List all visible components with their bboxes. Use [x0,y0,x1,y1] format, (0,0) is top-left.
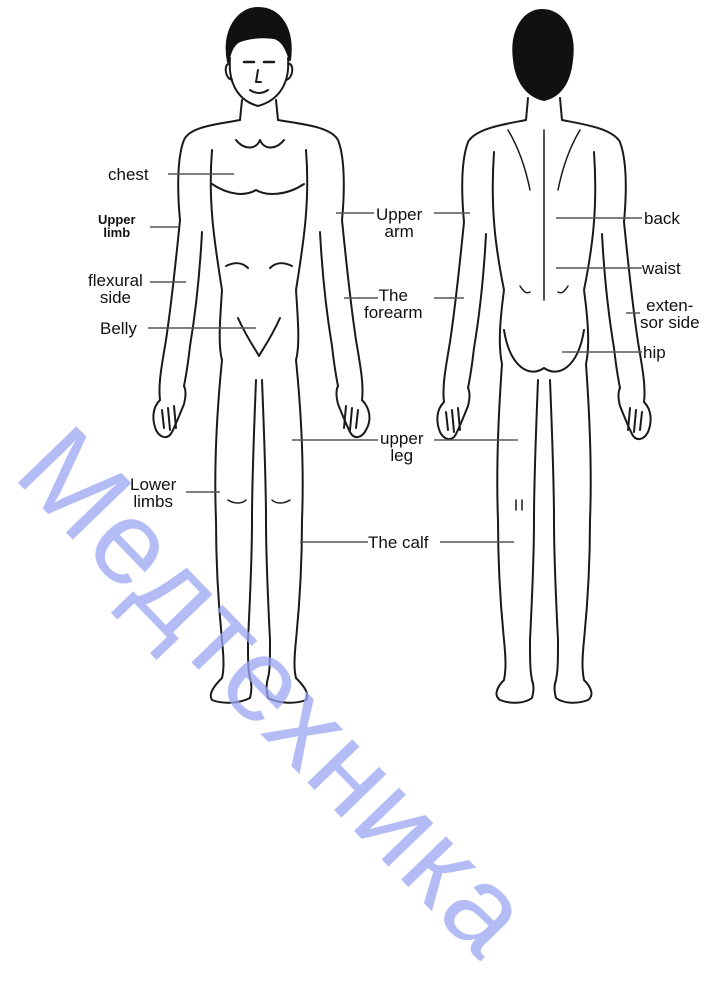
label-upper-leg-line2: leg [380,447,423,464]
label-forearm-line1: The [364,287,423,304]
label-upper-leg-line1: upper [380,430,423,447]
label-flexural-side: flexural side [88,272,143,306]
label-upper-arm-line2: arm [376,223,422,240]
label-forearm: The forearm [364,287,423,321]
label-calf: The calf [368,534,428,551]
back-figure [437,10,650,703]
label-back: back [644,210,680,227]
back-head [513,10,572,100]
label-belly: Belly [100,320,137,337]
label-upper-leg: upper leg [380,430,423,464]
label-hip: hip [643,344,666,361]
label-extensor-side: exten- sor side [640,297,700,331]
front-hair [227,8,291,62]
label-upper-limb-line2: limb [98,226,136,239]
label-waist: waist [642,260,681,277]
label-upper-arm-line1: Upper [376,206,422,223]
label-flexural-line1: flexural [88,272,143,289]
label-chest: chest [108,166,149,183]
label-upper-arm: Upper arm [376,206,422,240]
label-extensor-line2: sor side [640,314,700,331]
label-flexural-line2: side [88,289,143,306]
label-forearm-line2: forearm [364,304,423,321]
label-extensor-line1: exten- [640,297,700,314]
label-upper-limb: Upper limb [98,213,136,239]
